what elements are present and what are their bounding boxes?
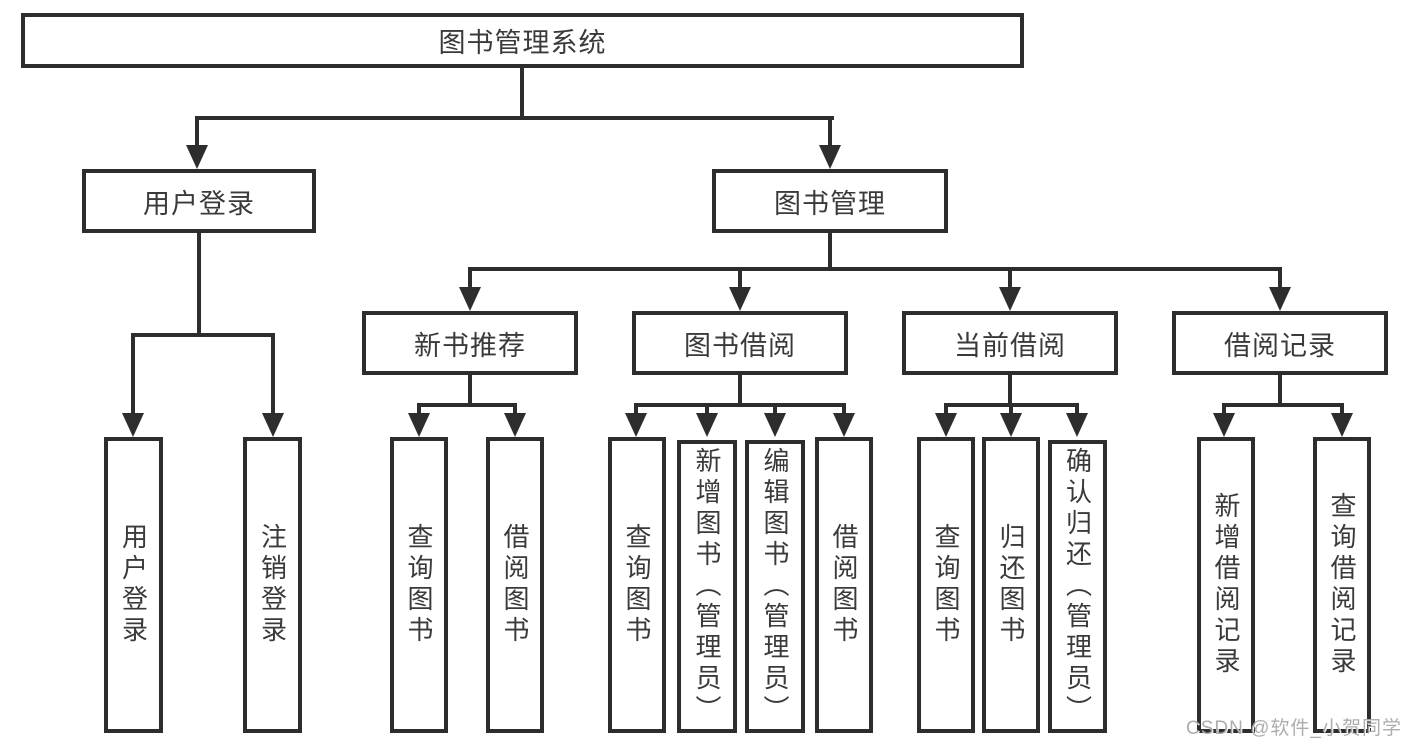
arrowhead-to-borrow-records bbox=[1269, 287, 1291, 311]
leaf-query-borrow-record-label: 查询借阅记录 bbox=[1327, 492, 1357, 678]
connector-drop-confirm-return bbox=[1075, 403, 1079, 417]
arrowhead-to-recommend-query bbox=[408, 413, 430, 437]
connector-drop-borrow-query bbox=[634, 403, 638, 417]
node-book-borrow: 图书借阅 bbox=[632, 311, 848, 375]
leaf-borrow-query-book: 查询图书 bbox=[608, 437, 666, 733]
leaf-add-book-admin: 新增图书（管理员） bbox=[677, 440, 737, 733]
connector-drop-recommend-query bbox=[417, 403, 421, 417]
leaf-return-book-label: 归还图书 bbox=[996, 523, 1026, 647]
connector-drop-borrow-book bbox=[842, 403, 846, 417]
arrowhead-to-borrow-book bbox=[833, 413, 855, 437]
connector-drop-current-borrow bbox=[1008, 267, 1012, 289]
leaf-add-book-admin-label: 新增图书（管理员） bbox=[692, 447, 722, 726]
leaf-user-login: 用户登录 bbox=[104, 437, 163, 733]
connector-drop-book-borrow bbox=[738, 267, 742, 289]
leaf-recommend-query-book-label: 查询图书 bbox=[404, 523, 434, 647]
node-borrow-records-label: 借阅记录 bbox=[1224, 330, 1336, 361]
arrowhead-to-leaf-logout bbox=[262, 413, 284, 437]
leaf-logout: 注销登录 bbox=[243, 437, 302, 733]
connector-borrow-records-rail bbox=[1222, 403, 1344, 407]
arrowhead-to-user-login bbox=[186, 145, 208, 169]
leaf-edit-book-admin-label: 编辑图书（管理员） bbox=[760, 447, 790, 726]
connector-drop-leaf-logout bbox=[271, 333, 275, 417]
arrowhead-to-edit-book bbox=[764, 413, 786, 437]
connector-drop-return-book bbox=[1009, 403, 1013, 417]
connector-user-login-stem bbox=[197, 233, 201, 337]
leaf-recommend-query-book: 查询图书 bbox=[390, 437, 448, 733]
connector-drop-book-management bbox=[828, 116, 832, 149]
leaf-logout-label: 注销登录 bbox=[257, 523, 288, 647]
node-new-book-recommend: 新书推荐 bbox=[362, 311, 578, 375]
connector-borrow-records-stem bbox=[1278, 375, 1282, 407]
connector-root-stem bbox=[520, 68, 524, 120]
arrowhead-to-borrow-query bbox=[625, 413, 647, 437]
connector-book-borrow-rail bbox=[634, 403, 846, 407]
arrowhead-to-new-book-recommend bbox=[459, 287, 481, 311]
leaf-recommend-borrow-book: 借阅图书 bbox=[486, 437, 544, 733]
connector-root-rail bbox=[195, 116, 834, 120]
connector-new-book-rail bbox=[417, 403, 517, 407]
arrowhead-to-recommend-borrow bbox=[504, 413, 526, 437]
arrowhead-to-return-book bbox=[1000, 413, 1022, 437]
arrowhead-to-book-borrow bbox=[729, 287, 751, 311]
node-borrow-records: 借阅记录 bbox=[1172, 311, 1388, 375]
leaf-add-borrow-record: 新增借阅记录 bbox=[1197, 437, 1255, 733]
leaf-current-query-book: 查询图书 bbox=[917, 437, 975, 733]
connector-drop-add-book bbox=[705, 403, 709, 417]
node-user-login-branch: 用户登录 bbox=[82, 169, 316, 233]
connector-drop-user-login bbox=[195, 116, 199, 149]
arrowhead-to-current-borrow bbox=[999, 287, 1021, 311]
connector-book-borrow-stem bbox=[738, 375, 742, 407]
leaf-borrow-query-book-label: 查询图书 bbox=[622, 523, 652, 647]
node-book-management: 图书管理 bbox=[712, 169, 948, 233]
connector-drop-query-record bbox=[1340, 403, 1344, 417]
node-current-borrow-label: 当前借阅 bbox=[954, 330, 1066, 361]
leaf-borrow-borrow-book: 借阅图书 bbox=[815, 437, 873, 733]
leaf-current-query-book-label: 查询图书 bbox=[931, 523, 961, 647]
csdn-watermark: CSDN @软件_小贺同学 bbox=[1186, 718, 1402, 739]
connector-drop-leaf-user-login bbox=[131, 333, 135, 417]
arrowhead-to-leaf-user-login bbox=[122, 413, 144, 437]
node-current-borrow: 当前借阅 bbox=[902, 311, 1118, 375]
leaf-query-borrow-record: 查询借阅记录 bbox=[1313, 437, 1371, 733]
connector-drop-current-query bbox=[944, 403, 948, 417]
connector-book-management-stem bbox=[828, 233, 832, 271]
node-new-book-recommend-label: 新书推荐 bbox=[414, 330, 526, 361]
node-root: 图书管理系统 bbox=[21, 13, 1024, 68]
arrowhead-to-query-record bbox=[1331, 413, 1353, 437]
connector-drop-edit-book bbox=[773, 403, 777, 417]
arrowhead-to-add-record bbox=[1213, 413, 1235, 437]
node-root-label: 图书管理系统 bbox=[438, 28, 607, 58]
node-user-login-label: 用户登录 bbox=[143, 188, 255, 219]
leaf-user-login-label: 用户登录 bbox=[118, 523, 149, 647]
connector-book-management-rail bbox=[468, 267, 1282, 271]
connector-current-borrow-stem bbox=[1008, 375, 1012, 407]
connector-user-login-rail bbox=[131, 333, 275, 337]
leaf-edit-book-admin: 编辑图书（管理员） bbox=[745, 440, 805, 733]
arrowhead-to-confirm-return bbox=[1066, 413, 1088, 437]
leaf-borrow-borrow-book-label: 借阅图书 bbox=[829, 523, 859, 647]
arrowhead-to-current-query bbox=[935, 413, 957, 437]
leaf-confirm-return-admin-label: 确认归还（管理员） bbox=[1062, 447, 1093, 726]
connector-drop-add-record bbox=[1222, 403, 1226, 417]
connector-new-book-stem bbox=[468, 375, 472, 407]
leaf-return-book: 归还图书 bbox=[982, 437, 1040, 733]
arrowhead-to-add-book bbox=[696, 413, 718, 437]
leaf-recommend-borrow-book-label: 借阅图书 bbox=[500, 523, 530, 647]
leaf-confirm-return-admin: 确认归还（管理员） bbox=[1048, 440, 1107, 733]
leaf-add-borrow-record-label: 新增借阅记录 bbox=[1211, 492, 1241, 678]
node-book-borrow-label: 图书借阅 bbox=[684, 330, 796, 361]
connector-drop-recommend-borrow bbox=[513, 403, 517, 417]
connector-drop-new-book-recommend bbox=[468, 267, 472, 289]
node-book-management-label: 图书管理 bbox=[774, 188, 886, 219]
arrowhead-to-book-management bbox=[819, 145, 841, 169]
connector-drop-borrow-records bbox=[1278, 267, 1282, 289]
